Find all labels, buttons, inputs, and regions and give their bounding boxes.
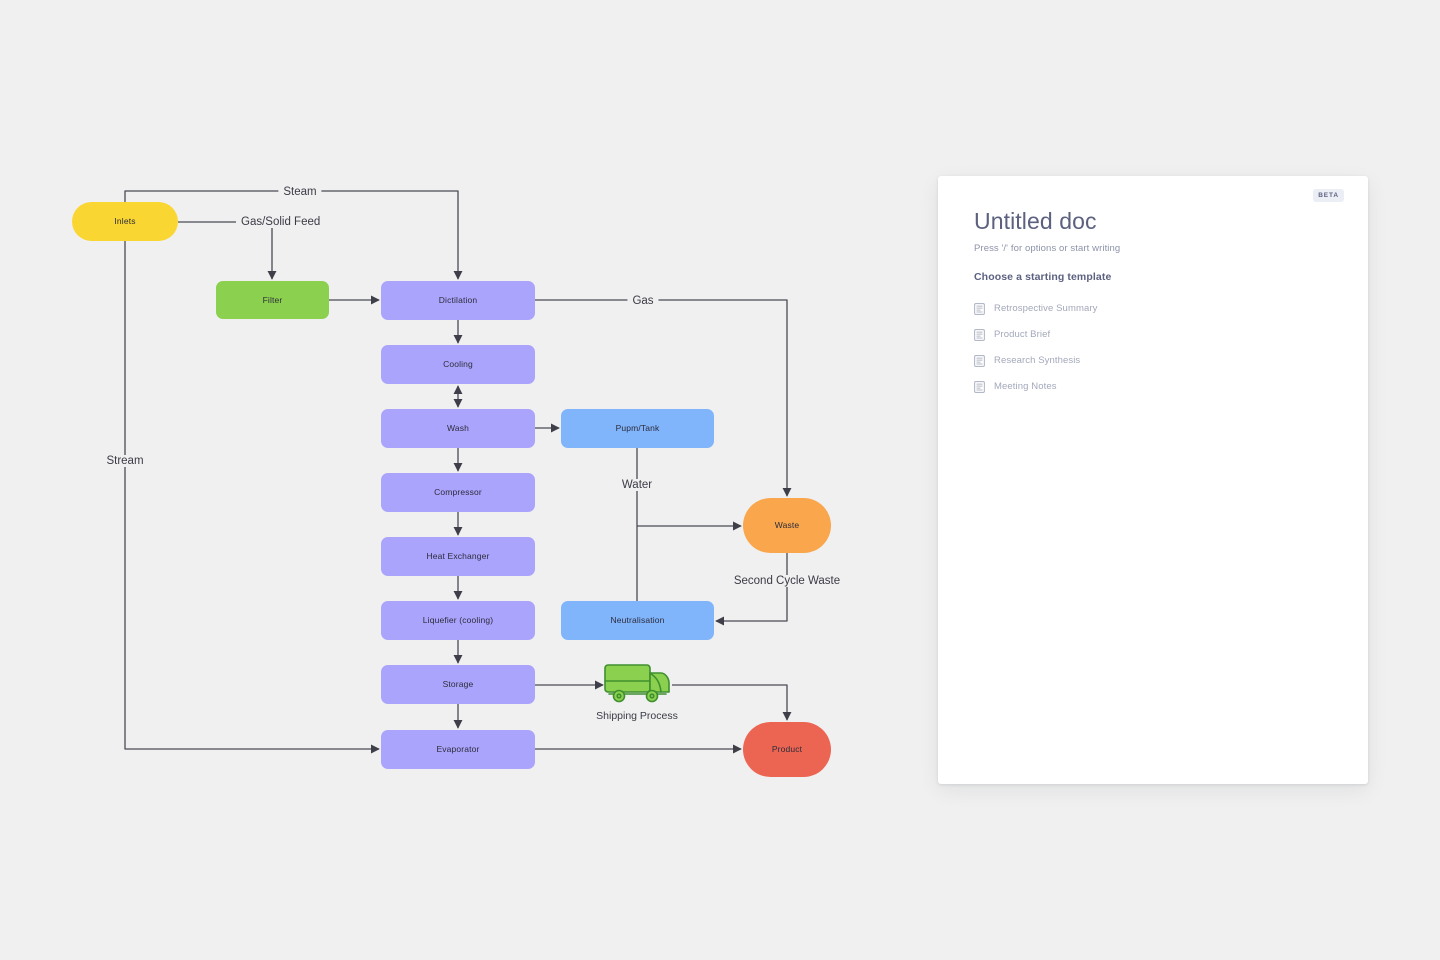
template-item-label: Research Synthesis bbox=[994, 354, 1081, 366]
edge-label-water: Water bbox=[616, 479, 658, 491]
node-inlets[interactable]: Inlets bbox=[72, 202, 178, 241]
edge-label-gas: Gas bbox=[627, 295, 659, 307]
edge-label-steam: Steam bbox=[278, 186, 322, 198]
node-cooling[interactable]: Cooling bbox=[381, 345, 535, 384]
node-label: Cooling bbox=[443, 359, 473, 370]
node-neutralisation[interactable]: Neutralisation bbox=[561, 601, 714, 640]
node-label: Waste bbox=[774, 520, 800, 531]
edge-gas bbox=[535, 299, 792, 497]
node-label: Neutralisation bbox=[610, 615, 665, 626]
template-section-heading: Choose a starting template bbox=[974, 271, 1112, 283]
node-label: Liquefier (cooling) bbox=[422, 615, 494, 626]
shipping-process-label: Shipping Process bbox=[596, 710, 678, 722]
doc-content: Untitled doc Press '/' for options or st… bbox=[974, 208, 1340, 399]
page-title[interactable]: Untitled doc bbox=[974, 208, 1097, 234]
node-label: Product bbox=[771, 744, 803, 755]
node-evaporator[interactable]: Evaporator bbox=[381, 730, 535, 769]
node-wash[interactable]: Wash bbox=[381, 409, 535, 448]
edge-label-stream: Stream bbox=[101, 455, 149, 467]
node-compressor[interactable]: Compressor bbox=[381, 473, 535, 512]
node-label: Inlets bbox=[114, 216, 136, 227]
edge-gas-solid-feed bbox=[178, 221, 277, 280]
node-label: Wash bbox=[446, 423, 469, 434]
node-dictilation[interactable]: Dictilation bbox=[381, 281, 535, 320]
doc-panel[interactable]: BETA Untitled doc Press '/' for options … bbox=[938, 176, 1368, 784]
node-label: Filter bbox=[262, 294, 283, 305]
node-liquefier[interactable]: Liquefier (cooling) bbox=[381, 601, 535, 640]
node-heat-exchanger[interactable]: Heat Exchanger bbox=[381, 537, 535, 576]
template-item-label: Retrospective Summary bbox=[994, 302, 1098, 314]
edge-steam bbox=[124, 190, 463, 280]
node-label: Pupm/Tank bbox=[615, 423, 660, 434]
node-storage[interactable]: Storage bbox=[381, 665, 535, 704]
edge-stream bbox=[124, 241, 380, 754]
diagram-canvas[interactable]: Inlets Filter Dictilation Cooling Wash C… bbox=[0, 0, 940, 960]
document-icon bbox=[974, 354, 985, 367]
edge-shipping-product bbox=[672, 684, 792, 721]
edge-label-second-cycle-waste: Second Cycle Waste bbox=[728, 575, 846, 587]
document-icon bbox=[974, 302, 985, 315]
node-filter[interactable]: Filter bbox=[216, 281, 329, 319]
shipping-truck-icon[interactable] bbox=[603, 661, 672, 705]
edge-second-cycle-waste bbox=[715, 553, 788, 626]
node-label: Dictilation bbox=[438, 295, 478, 306]
node-label: Storage bbox=[442, 679, 474, 690]
template-item-label: Meeting Notes bbox=[994, 380, 1057, 392]
node-waste[interactable]: Waste bbox=[743, 498, 831, 553]
beta-badge: BETA bbox=[1313, 189, 1344, 202]
template-item-research-synthesis[interactable]: Research Synthesis bbox=[974, 347, 1340, 373]
node-label: Compressor bbox=[434, 487, 482, 498]
node-pupm-tank[interactable]: Pupm/Tank bbox=[561, 409, 714, 448]
edge-label-gas-solid-feed: Gas/Solid Feed bbox=[236, 216, 326, 228]
node-label: Evaporator bbox=[436, 744, 480, 755]
diagram-edges bbox=[124, 190, 792, 754]
template-item-meeting-notes[interactable]: Meeting Notes bbox=[974, 373, 1340, 399]
template-item-product-brief[interactable]: Product Brief bbox=[974, 321, 1340, 347]
document-icon bbox=[974, 328, 985, 341]
node-product[interactable]: Product bbox=[743, 722, 831, 777]
document-icon bbox=[974, 380, 985, 393]
doc-placeholder-hint[interactable]: Press '/' for options or start writing bbox=[974, 243, 1121, 254]
template-item-label: Product Brief bbox=[994, 328, 1051, 340]
node-label: Heat Exchanger bbox=[426, 551, 490, 562]
template-item-retrospective-summary[interactable]: Retrospective Summary bbox=[974, 295, 1340, 321]
